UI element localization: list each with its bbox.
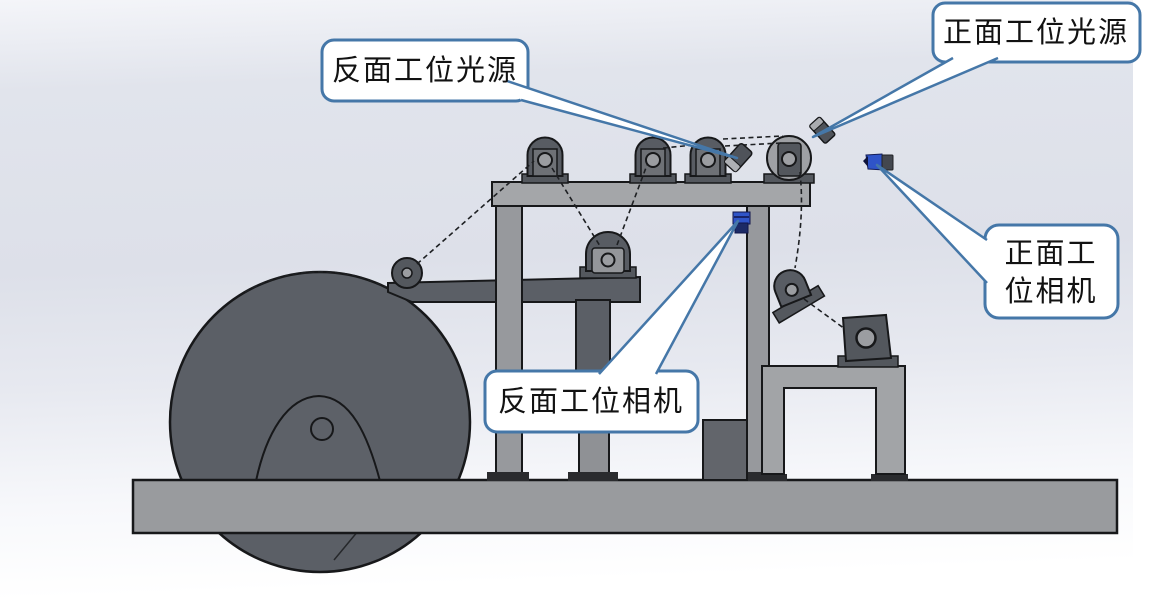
back-station-light: [724, 142, 753, 173]
right-column-roller: [771, 269, 826, 324]
callout-front-camera-pointer: [875, 163, 988, 284]
callout-back-camera-pointer: [598, 219, 740, 375]
beam-roller-4: [763, 135, 815, 184]
callout-front-camera: 正面工 位相机: [875, 163, 1120, 320]
callout-front-light-pointer: [811, 56, 999, 139]
beam-roller-2: [629, 136, 677, 184]
callout-front-light: 正面工位光源: [811, 1, 1142, 139]
callout-back-camera-label: 反面工位相机: [498, 385, 684, 418]
bench-frame: [761, 365, 906, 475]
rewind-block-hole: [855, 327, 877, 349]
callout-back-camera: 反面工位相机: [483, 219, 740, 434]
front-station-camera: [863, 153, 894, 171]
guide-pulley-hole: [401, 267, 413, 279]
callout-back-light-label: 反面工位光源: [332, 54, 518, 87]
callout-back-light-pointer: [506, 79, 739, 160]
callout-back-light-box: [320, 38, 530, 103]
foot-pads: [487, 472, 908, 481]
callout-front-camera-label-line1: 正面工: [1004, 238, 1097, 270]
beam-roller-1: [521, 136, 569, 184]
rewind-bench: [761, 313, 906, 475]
middle-roller: [579, 231, 637, 279]
top-beam: [491, 181, 811, 207]
callout-front-light-box: [931, 1, 1142, 64]
drum-axle-hole: [310, 417, 334, 441]
callout-front-camera-label-line2: 位相机: [1004, 275, 1097, 308]
t-post: [575, 299, 611, 377]
callout-front-light-label: 正面工位光源: [943, 16, 1129, 49]
web-over-drum: [244, 270, 387, 293]
callout-back-camera-box: [483, 369, 700, 434]
base-plate: [131, 478, 1119, 535]
control-box: [702, 419, 748, 481]
callout-back-light: 反面工位光源: [320, 38, 739, 160]
